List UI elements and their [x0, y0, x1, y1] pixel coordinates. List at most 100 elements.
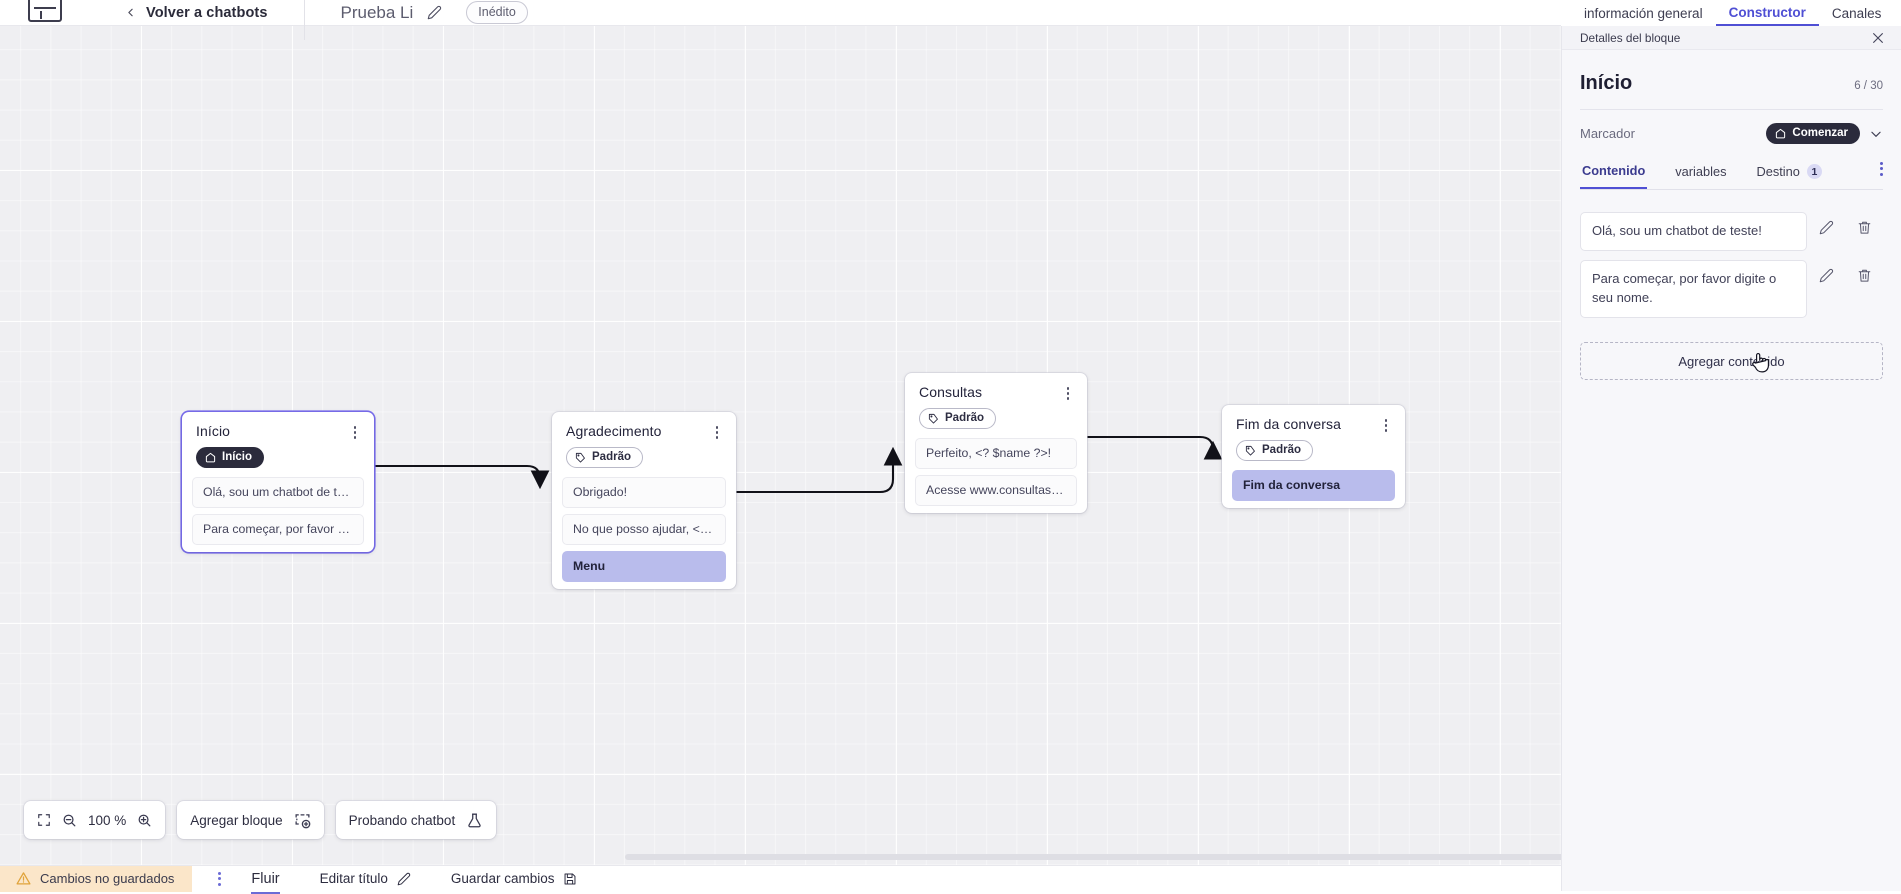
node-header: Agradecimento [552, 412, 736, 439]
home-icon [1775, 128, 1786, 139]
test-chatbot-label: Probando chatbot [349, 813, 456, 828]
zoom-out-icon[interactable] [62, 813, 77, 828]
node-tag-row: Padrão [552, 439, 736, 477]
status-kebab-menu-icon[interactable] [218, 872, 221, 886]
node-message[interactable]: Acesse www.consultas.com par... [915, 475, 1077, 506]
flow-node-fim-da-conversa[interactable]: Fim da conversa Padrão Fim da conversa [1222, 405, 1405, 508]
content-item-text[interactable]: Para começar, por favor digite o seu nom… [1580, 260, 1807, 318]
char-count: 6 / 30 [1854, 80, 1883, 92]
node-header: Fim da conversa [1222, 405, 1405, 432]
content-item-row: Olá, sou um chatbot de teste! [1580, 212, 1883, 251]
trash-icon[interactable] [1845, 260, 1883, 283]
home-icon [205, 452, 216, 463]
content-item-text[interactable]: Olá, sou um chatbot de teste! [1580, 212, 1807, 251]
subtab-label: Contenido [1582, 163, 1645, 178]
node-tag-default[interactable]: Padrão [919, 408, 996, 429]
right-panel: información general Constructor Canales … [1561, 0, 1901, 891]
node-menu-button[interactable] [1379, 416, 1393, 432]
chevron-left-icon[interactable] [122, 5, 138, 21]
node-title: Início [196, 423, 230, 439]
node-messages: Olá, sou um chatbot de teste! Para começ… [182, 477, 374, 545]
save-changes-label: Guardar cambios [451, 871, 555, 886]
status-bar: Cambios no guardados Fluir Editar título… [0, 865, 1561, 891]
flow-node-agradecimento[interactable]: Agradecimento Padrão Obrigado! No que po… [552, 412, 736, 589]
top-bar: Volver a chatbots Prueba Li Inédito [0, 0, 1561, 26]
canvas-horizontal-scrollbar[interactable] [0, 853, 1561, 861]
marker-label: Marcador [1580, 126, 1635, 141]
warning-triangle-icon [16, 871, 31, 886]
tab-canales[interactable]: Canales [1819, 0, 1895, 26]
node-message[interactable]: Para começar, por favor digite o ... [192, 514, 364, 545]
test-chatbot-button[interactable]: Probando chatbot [336, 801, 497, 839]
pencil-icon[interactable] [1807, 212, 1845, 235]
chevron-down-icon[interactable] [1869, 127, 1883, 141]
document-title: Prueba Li [341, 3, 414, 23]
unsaved-changes-badge: Cambios no guardados [0, 866, 192, 892]
flow-node-consultas[interactable]: Consultas Padrão Perfeito, <? $name ?>! … [905, 373, 1087, 513]
unsaved-changes-label: Cambios no guardados [40, 871, 174, 886]
flow-node-inicio[interactable]: Início Início Olá, sou um chatbot de tes… [182, 412, 374, 552]
panel-body: Início 6 / 30 Marcador Comenzar Con [1562, 50, 1901, 891]
subtab-contenido[interactable]: Contenido [1580, 156, 1647, 189]
node-menu-button[interactable] [348, 423, 362, 439]
flask-icon[interactable] [466, 812, 483, 829]
add-content-button[interactable]: Agregar contenido [1580, 342, 1883, 380]
subtab-label: Destino [1756, 164, 1799, 179]
add-block-button[interactable]: Agregar bloque [177, 801, 323, 839]
content-item-row: Para começar, por favor digite o seu nom… [1580, 260, 1883, 318]
destino-count-badge: 1 [1807, 164, 1822, 179]
back-to-chatbots-link[interactable]: Volver a chatbots [146, 5, 268, 21]
tag-icon [928, 413, 939, 424]
node-menu-button[interactable] [710, 423, 724, 439]
node-tag-default[interactable]: Padrão [1236, 440, 1313, 461]
tab-constructor[interactable]: Constructor [1716, 0, 1819, 26]
status-badge: Inédito [466, 1, 528, 24]
trash-icon[interactable] [1845, 212, 1883, 235]
node-messages: Fim da conversa [1222, 470, 1405, 501]
node-message[interactable]: Obrigado! [562, 477, 726, 508]
node-message-accent[interactable]: Fim da conversa [1232, 470, 1395, 501]
node-header: Início [182, 412, 374, 439]
fit-screen-icon[interactable] [37, 813, 51, 827]
subtabs-kebab-menu-icon[interactable] [1880, 162, 1883, 184]
zoom-level: 100 % [88, 813, 126, 828]
node-title: Agradecimento [566, 423, 661, 439]
add-block-icon[interactable] [294, 812, 311, 829]
app-logo-icon[interactable] [28, 0, 62, 22]
tab-informacion-general[interactable]: información general [1571, 0, 1716, 26]
node-tag-label: Início [222, 451, 252, 463]
node-message[interactable]: Perfeito, <? $name ?>! [915, 438, 1077, 469]
node-tag-start[interactable]: Início [196, 447, 264, 468]
node-menu-button[interactable] [1061, 384, 1075, 400]
scrollbar-thumb[interactable] [625, 854, 1561, 860]
subtab-destino[interactable]: Destino 1 [1754, 157, 1823, 188]
node-messages: Perfeito, <? $name ?>! Acesse www.consul… [905, 438, 1087, 506]
node-message[interactable]: Olá, sou um chatbot de teste! [192, 477, 364, 508]
node-message-accent[interactable]: Menu [562, 551, 726, 582]
node-tag-label: Padrão [592, 451, 631, 463]
close-icon[interactable] [1871, 31, 1885, 45]
node-tag-default[interactable]: Padrão [566, 447, 643, 468]
marker-control[interactable]: Comenzar [1766, 123, 1883, 144]
edit-title-label: Editar título [320, 871, 388, 886]
marker-value-badge[interactable]: Comenzar [1766, 123, 1860, 144]
subtab-label: variables [1675, 164, 1726, 179]
pencil-icon [397, 872, 411, 886]
subtab-variables[interactable]: variables [1673, 157, 1728, 188]
node-tag-row: Padrão [905, 400, 1087, 438]
block-title-row: Início 6 / 30 [1580, 50, 1883, 110]
pencil-icon[interactable] [1807, 260, 1845, 283]
content-item-list: Olá, sou um chatbot de teste! Para começ… [1580, 190, 1883, 318]
block-details-panel: Detalles del bloque Início 6 / 30 Marcad… [1561, 26, 1901, 891]
zoom-in-icon[interactable] [137, 813, 152, 828]
edit-title-button[interactable]: Editar título [320, 871, 411, 886]
save-changes-button[interactable]: Guardar cambios [451, 871, 578, 886]
pencil-icon[interactable] [427, 5, 442, 20]
node-header: Consultas [905, 373, 1087, 400]
tag-icon [1245, 445, 1256, 456]
flow-canvas[interactable]: Início Início Olá, sou um chatbot de tes… [0, 26, 1561, 865]
node-tag-row: Início [182, 439, 374, 477]
node-message[interactable]: No que posso ajudar, <? $name ... [562, 514, 726, 545]
node-messages: Obrigado! No que posso ajudar, <? $name … [552, 477, 736, 582]
panel-tab-bar: información general Constructor Canales [1561, 0, 1901, 26]
